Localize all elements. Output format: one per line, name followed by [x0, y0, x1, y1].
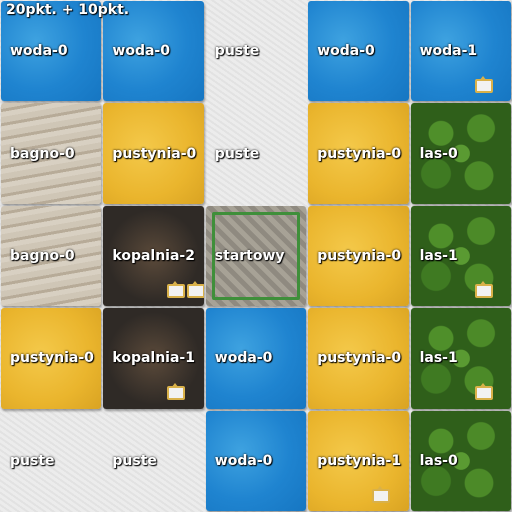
tile-label: las-1: [419, 247, 458, 264]
terrain-tile: [1, 103, 102, 204]
tile-4-4[interactable]: las-0: [410, 410, 512, 512]
tile-label: woda-0: [10, 43, 68, 60]
crown-icon: [187, 280, 204, 298]
tile-2-3[interactable]: pustynia-0: [307, 205, 409, 307]
tile-3-3[interactable]: pustynia-0: [307, 307, 409, 409]
tile-label: woda-0: [214, 452, 273, 469]
tile-3-0[interactable]: pustynia-0: [0, 307, 102, 409]
tile-label: bagno-0: [10, 247, 75, 264]
tile-1-1[interactable]: pustynia-0: [102, 102, 204, 204]
tile-label: kopalnia-2: [112, 247, 195, 264]
tile-2-0[interactable]: bagno-0: [0, 205, 102, 307]
tile-3-2[interactable]: woda-0: [205, 307, 307, 409]
terrain-tile: [1, 205, 102, 307]
tile-label: puste: [214, 145, 260, 162]
tile-0-2[interactable]: puste: [205, 0, 307, 102]
tile-label: las-0: [419, 145, 458, 162]
crown-icon: [372, 485, 391, 503]
crown-icon: [474, 280, 493, 298]
tile-1-4[interactable]: las-0: [410, 102, 512, 204]
terrain-tile: [205, 410, 307, 511]
tile-4-1[interactable]: puste: [102, 410, 204, 512]
tile-0-0[interactable]: woda-0: [0, 0, 102, 102]
tile-label: las-1: [419, 350, 458, 367]
terrain-tile: [308, 205, 409, 307]
tile-label: woda-0: [112, 43, 170, 60]
terrain-tile: [205, 308, 307, 409]
tile-label: pustynia-1: [317, 452, 402, 469]
tile-3-1[interactable]: kopalnia-1: [102, 307, 204, 409]
terrain-tile: [103, 103, 204, 204]
tile-label: woda-1: [419, 43, 478, 60]
tile-label: woda-0: [317, 43, 375, 60]
crown-icon: [167, 280, 186, 298]
tile-1-0[interactable]: bagno-0: [0, 102, 102, 204]
terrain-tile: [103, 1, 204, 102]
tile-label: woda-0: [214, 350, 273, 367]
tile-4-3[interactable]: pustynia-1: [307, 410, 409, 512]
tile-label: pustynia-0: [112, 145, 197, 162]
crown-icon: [167, 383, 186, 401]
tile-label: pustynia-0: [317, 350, 402, 367]
tile-0-1[interactable]: woda-0: [102, 0, 204, 102]
terrain-tile: [1, 308, 102, 409]
crown-icon: [474, 76, 493, 93]
tile-4-2[interactable]: woda-0: [205, 410, 307, 512]
tile-3-4[interactable]: las-1: [410, 307, 512, 409]
terrain-tile: [410, 410, 511, 511]
terrain-tile: [410, 308, 511, 409]
tile-label: pustynia-0: [317, 247, 402, 264]
tile-2-4[interactable]: las-1: [410, 205, 512, 307]
terrain-tile: [410, 1, 511, 102]
tile-label: las-0: [419, 452, 458, 469]
terrain-tile: [308, 410, 409, 511]
terrain-tile: [410, 103, 511, 204]
terrain-tile: [308, 308, 409, 409]
tile-label: startowy: [214, 247, 285, 264]
terrain-tile: [205, 205, 307, 307]
tile-label: kopalnia-1: [112, 350, 195, 367]
tile-label: pustynia-0: [317, 145, 402, 162]
terrain-tile: [308, 1, 409, 102]
tile-label: bagno-0: [10, 145, 75, 162]
tile-1-3[interactable]: pustynia-0: [307, 102, 409, 204]
terrain-tile: [1, 1, 102, 102]
terrain-tile: [103, 308, 204, 409]
crown-icon: [474, 383, 493, 401]
tile-0-4[interactable]: woda-1: [410, 0, 512, 102]
tile-2-1[interactable]: kopalnia-2: [102, 205, 204, 307]
terrain-tile: [103, 205, 204, 307]
tile-1-2[interactable]: puste: [205, 102, 307, 204]
tile-4-0[interactable]: puste: [0, 410, 102, 512]
terrain-tile: [410, 205, 511, 307]
tile-label: puste: [10, 452, 55, 469]
tile-label: pustynia-0: [10, 350, 94, 367]
terrain-tile: [308, 103, 409, 204]
tile-label: puste: [214, 43, 260, 60]
tile-0-3[interactable]: woda-0: [307, 0, 409, 102]
score-text: 20pkt. + 10pkt.: [6, 2, 130, 18]
tile-2-2[interactable]: startowy: [205, 205, 307, 307]
tile-label: puste: [112, 452, 157, 469]
